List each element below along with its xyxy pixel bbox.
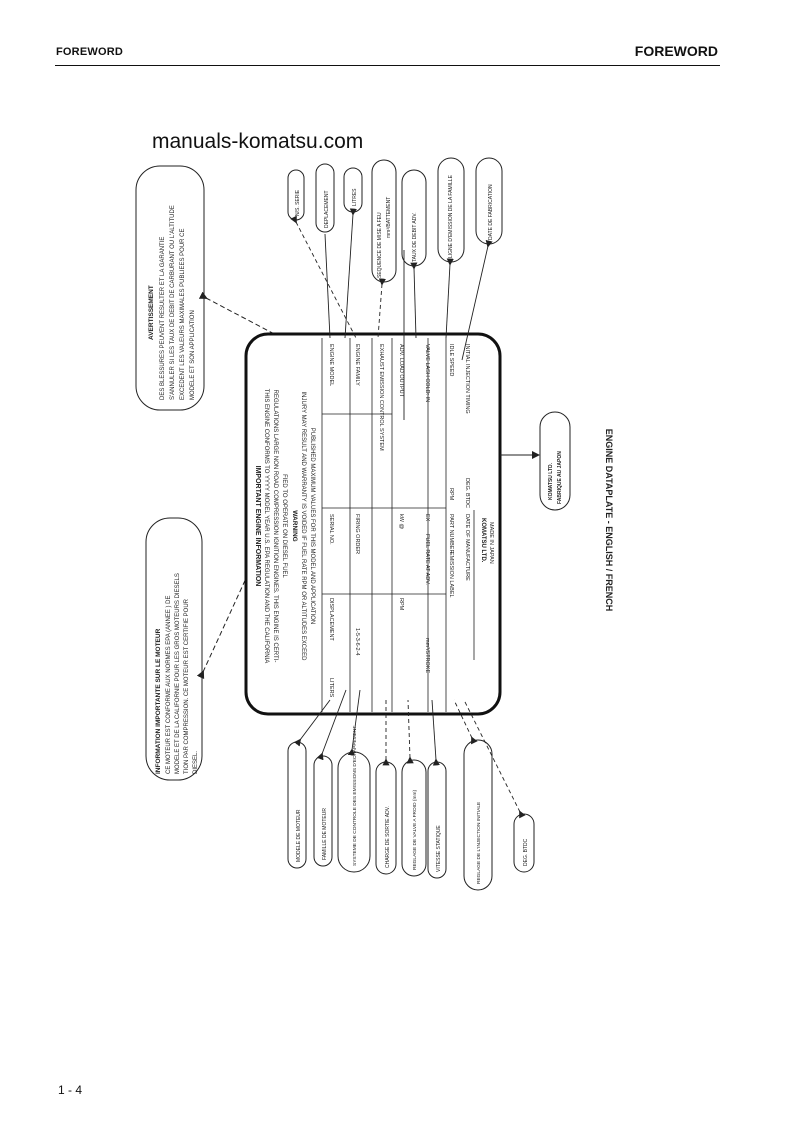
plate-cell-injection-timing: INITIAL INJECTION TIMING bbox=[464, 344, 470, 414]
plate-warning-line-1: INJURY MAY RESULT AND WARRANTY IS VOIDED… bbox=[300, 392, 306, 662]
callout-top-7: LIGNE D'EMISSION DE LA FAMILLE bbox=[448, 174, 454, 258]
callout-bottom-6: VITESSE STATIQUE bbox=[436, 825, 442, 872]
callout-top-4: SEQUENCE DE MISE A FEU bbox=[377, 212, 383, 278]
plate-warning-line-2: PUBLISHED MAXIMUM VALUES FOR THIS MODEL … bbox=[309, 428, 315, 625]
top-callouts: N/S. SERIE DEPLACEMENT LITRES SEQUENCE D… bbox=[287, 157, 503, 283]
french-info-line-4: DIESEL. bbox=[193, 751, 199, 774]
plate-cell-ex: EX bbox=[424, 514, 430, 522]
french-warning-title: AVERTISSEMENT bbox=[148, 285, 155, 340]
french-info-bubble: INFORMATION IMPORTANTE SUR LE MOTEUR CE … bbox=[145, 517, 203, 781]
callout-bottom-8: DEG. BTDC bbox=[523, 838, 529, 866]
callout-bottom-2: FAMILLE DE MOTEUR bbox=[322, 808, 328, 860]
plate-maker: KOMATSU LTD. bbox=[480, 518, 486, 563]
french-warning-line-3: EXCEDENT LES VALEURS MAXIMALES PUBLIEES … bbox=[180, 229, 186, 401]
plate-cell-stroke: mm³/STROKE bbox=[424, 638, 430, 673]
plate-cell-emission-label: EMISSION LABEL bbox=[448, 552, 454, 598]
plate-warning-title: WARNING bbox=[291, 510, 298, 541]
plate-line-1: THIS ENGINE CONFORMS TO YYYY MODEL YEAR … bbox=[263, 389, 269, 664]
page-number: 1 - 4 bbox=[58, 1083, 83, 1097]
header-right-title: FOREWORD bbox=[634, 43, 718, 59]
french-info-line-2: MODELE ET DE LA CALIFORNIE POUR LES GROS… bbox=[175, 573, 181, 774]
top-arrows bbox=[290, 208, 493, 420]
plate-cell-firing-order: FIRING ORDER bbox=[354, 514, 360, 554]
bottom-callouts: MODELE DE MOTEUR FAMILLE DE MOTEUR SYSTE… bbox=[287, 726, 535, 891]
header-divider bbox=[55, 65, 720, 66]
plate-made-in: MADE IN JAPAN bbox=[488, 522, 494, 564]
plate-title: IMPORTANT ENGINE INFORMATION bbox=[254, 466, 261, 587]
french-warning-bubble: AVERTISSEMENT DES BLESSURES PEUVENT RESU… bbox=[135, 165, 205, 411]
plate-cell-serial-no: SERIAL NO. bbox=[328, 514, 334, 545]
french-info-line-3: TION PAR COMPRESSION. CE MOTEUR EST CERT… bbox=[184, 598, 190, 774]
plate-cell-adv-load-output: ADV. LOAD OUTPUT bbox=[398, 344, 404, 398]
plate-cell-liters: LITERS bbox=[328, 678, 334, 698]
plate-cell-firing-sequence: 1-5-3-6-2-4 bbox=[354, 628, 360, 656]
engine-dataplate: IMPORTANT ENGINE INFORMATION THIS ENGINE… bbox=[244, 332, 502, 716]
plate-cell-deg-btdc: DEG. BTDC bbox=[464, 478, 470, 508]
callout-right-2: FABRIQUE AU JAPON bbox=[557, 451, 563, 504]
french-warning-line-2: S'ANNULER SI LES TAUX DE DEBIT DE CARBUR… bbox=[170, 205, 176, 400]
plate-cell-rpm: RPM bbox=[398, 598, 404, 611]
header-left-title: FOREWORD bbox=[56, 46, 123, 58]
plate-cell-part-number: PART NUMBER bbox=[448, 514, 454, 553]
plate-cell-kw: kW @ bbox=[398, 514, 404, 529]
plate-cell-valve-lash: VALVE LASH COLD: IN bbox=[424, 344, 430, 402]
plate-line-2: REGULATIONS LARGE NON ROAD COMPRESSION I… bbox=[272, 390, 278, 663]
watermark: manuals-komatsu.com bbox=[152, 130, 364, 153]
callout-bottom-1: MODELE DE MOTEUR bbox=[296, 809, 302, 862]
plate-line-3: FIED TO OPERATE ON DIESEL FUEL bbox=[281, 474, 287, 578]
callout-bottom-7: REGLAGE DE L'INJECTION INITIALE bbox=[476, 802, 482, 884]
plate-cell-fuel-rate: FUEL RATE AT ADV. bbox=[424, 534, 430, 585]
callout-top-2: DEPLACEMENT bbox=[324, 190, 330, 228]
figure-caption: ENGINE DATAPLATE - ENGLISH / FRENCH bbox=[604, 429, 614, 612]
french-warning-line-1: DES BLESSURES PEUVENT RESULTER ET LA GAR… bbox=[160, 237, 166, 400]
french-info-title: INFORMATION IMPORTANTE SUR LE MOTEUR bbox=[155, 628, 162, 774]
bottom-arrows bbox=[293, 689, 526, 819]
callout-bottom-3: SYSTEME DE CONTROLE DES EMISSIONS D'ECHA… bbox=[352, 726, 358, 866]
callout-bottom-5: REGLAGE DE VALVE A FROID (mm) bbox=[412, 790, 418, 870]
plate-cell-engine-family: ENGINE FAMILY bbox=[354, 344, 360, 386]
plate-cell-idle-speed: IDLE SPEED bbox=[448, 344, 454, 376]
plate-cell-exhaust-system: EXHAUST EMISSION CONTROL SYSTEM bbox=[378, 344, 384, 451]
callout-top-6: TAUX DE DEBIT ADV. bbox=[412, 212, 418, 262]
callout-right-1: KOMATSU LTD. bbox=[548, 462, 554, 500]
callout-top-3: LITRES bbox=[352, 188, 358, 206]
french-info-line-1: CE MOTEUR EST CONFORME AUX NORMES EPA (A… bbox=[166, 596, 172, 774]
callout-bottom-4: CHARGE DE SORTIE ADV. bbox=[385, 806, 391, 868]
french-warning-line-4: MODELE ET SON APPLICATION bbox=[190, 310, 196, 400]
plate-cell-engine-model: ENGINE MODEL bbox=[328, 344, 334, 386]
right-callout: KOMATSU LTD. FABRIQUE AU JAPON bbox=[500, 411, 571, 511]
plate-cell-displacement: DISPLACEMENT bbox=[328, 598, 334, 641]
plate-cell-idle-rpm: RPM bbox=[448, 488, 454, 501]
callout-top-1: N/S. SERIE bbox=[295, 189, 301, 216]
callout-top-5: mm³/BATTEMENT bbox=[386, 197, 392, 238]
callout-top-8: DATE DE FABRICATION bbox=[488, 184, 494, 240]
plate-cell-date-manufacture: DATE OF MANUFACTURE bbox=[464, 514, 470, 581]
